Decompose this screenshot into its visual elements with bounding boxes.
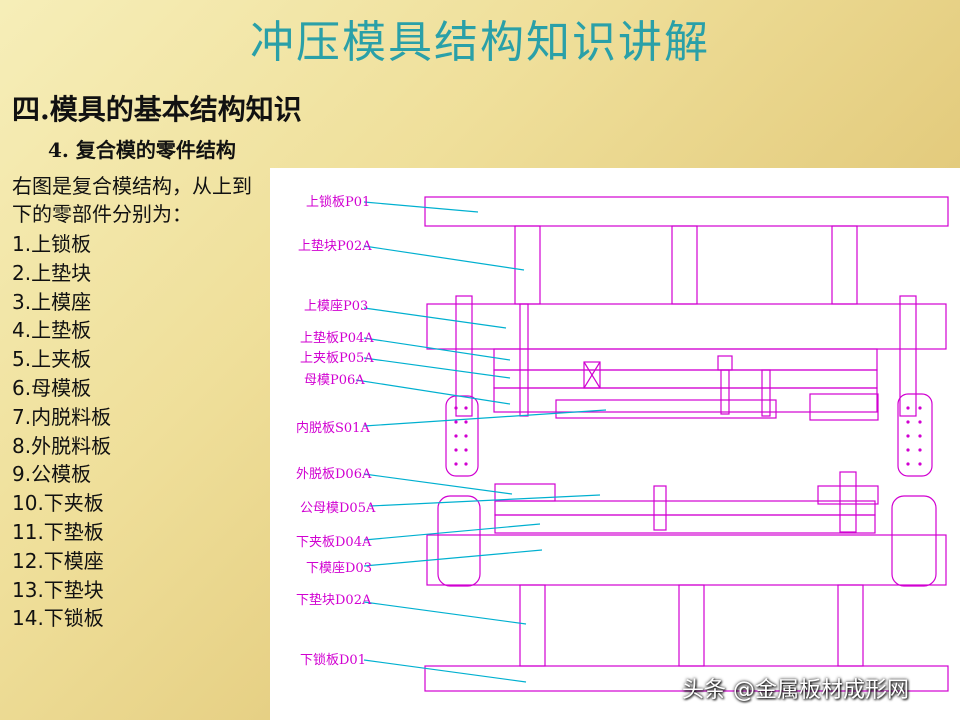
upper-block [671,225,698,305]
screw-head [717,355,733,371]
part-item: 12.下模座 [12,548,104,573]
label-upper-backing-plate: 上垫板P04A [300,330,374,346]
lower-lock-plate [424,665,949,692]
female-die-plate [493,387,878,413]
part-item: 10.下夹板 [12,491,104,516]
slide-title: 冲压模具结构知识讲解 [250,17,710,68]
inner-stripper [555,399,777,419]
upper-backing-plate [493,348,878,371]
part-item: 13.下垫块 [12,577,104,602]
part-item: 2.上垫块 [12,260,92,285]
part-item: 3.上模座 [12,289,92,314]
part-item: 14.下锁板 [12,606,104,631]
guide-bush [839,471,857,533]
guide-post [455,295,473,417]
upper-clamp-plate [493,369,878,389]
part-item: 6.母模板 [12,375,92,400]
label-lower-block: 下垫块D02A [296,592,372,608]
part-item: 7.内脱料板 [12,404,112,429]
part-item: 11.下垫板 [12,519,104,544]
screw [761,369,771,417]
spring-box [583,361,601,389]
upper-block [831,225,858,305]
bolt [519,303,529,417]
lower-block [519,584,546,667]
label-inner-stripper: 内脱板S01A [296,420,370,436]
part-item: 5.上夹板 [12,347,92,372]
part-item: 8.外脱料板 [12,433,112,458]
part-item: 1.上锁板 [12,232,92,256]
label-lower-die-seat: 下模座D03 [306,561,372,576]
part-item: 9.公模板 [12,462,92,487]
watermark: 头条 @金属板材成形网 [682,678,909,703]
part-item: 4.上垫板 [12,318,92,343]
lower-clamp-plate [494,514,876,534]
label-upper-die-seat: 上模座P03 [304,299,368,314]
stripper-block [817,485,879,505]
label-upper-block: 上垫块P02A [298,238,372,254]
label-upper-lock-plate: 上锁板P01 [306,194,370,210]
pilot-pin [653,485,667,531]
lower-block [678,584,705,667]
die-drawing: 上锁板P01 上垫块P02A 上模座P03 上垫板P04A 上夹板P05A 母模… [296,194,949,692]
upper-lock-plate [424,196,949,227]
label-lower-clamp-plate: 下夹板D04A [296,535,372,550]
upper-die-seat [426,303,947,350]
upper-block [514,225,541,305]
lower-block [837,584,864,667]
screw [720,369,730,415]
label-upper-clamp-plate: 上夹板P05A [300,351,374,366]
lower-die-seat [426,534,947,586]
label-punch-die: 公母模D05A [300,501,376,516]
spring-upper-left [445,395,479,477]
intro-text: 右图是复合模结构，从上到下的零部件分别为： [12,174,252,226]
label-lower-lock-plate: 下锁板D01 [300,652,366,668]
parts-list: 1.上锁板 2.上垫块 3.上模座 4.上垫板 5.上夹板 6.母模板 7.内脱… [12,230,111,633]
label-outer-stripper: 外脱板D06A [296,467,372,482]
guide-post [899,295,917,417]
lower-post-housing [437,495,481,587]
die-structure-diagram: 上锁板P01 上垫块P02A 上模座P03 上垫板P04A 上夹板P05A 母模… [270,168,960,720]
section-heading: 四.模具的基本结构知识 [12,93,302,126]
stripper-block [809,393,879,421]
label-female-die: 母模P06A [304,373,365,388]
spring-upper-right [897,393,933,477]
subsection-heading: 4. 复合模的零件结构 [48,138,236,162]
lower-post-housing [891,495,937,587]
